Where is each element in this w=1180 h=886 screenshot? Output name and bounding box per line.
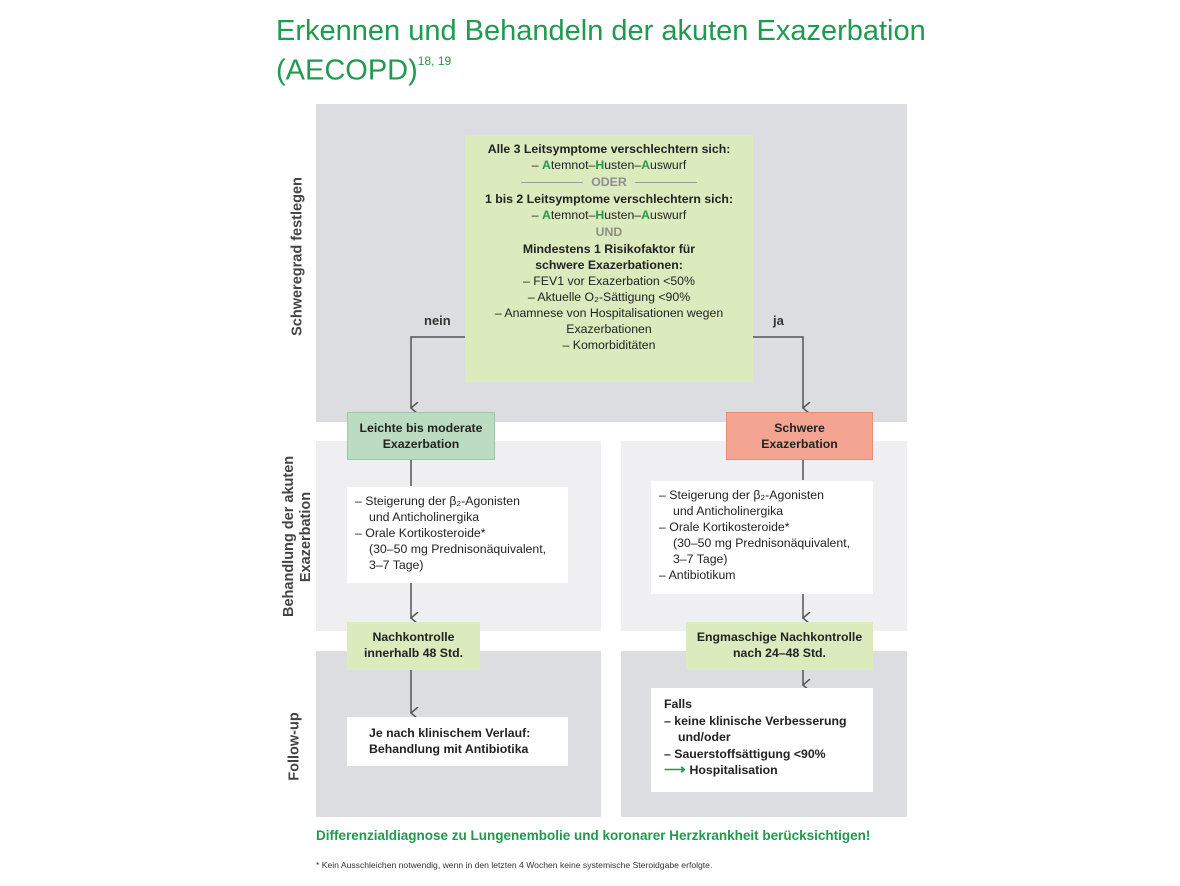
severe-box: Schwere Exazerbation: [726, 412, 873, 460]
risk-heading-2: schwere Exazerbationen:: [535, 258, 683, 272]
left-treatment-item: – Steigerung der β₂-Agonisten: [355, 494, 520, 508]
right-treatment-item: – Antibiotikum: [659, 568, 736, 582]
title-references: 18, 19: [417, 54, 452, 68]
left-treatment-item: – Orale Kortikosteroide*: [355, 526, 486, 540]
right-treatment-box: – Steigerung der β₂-Agonisten und Antich…: [651, 481, 873, 594]
footnote: * Kein Ausschleichen notwendig, wenn in …: [316, 860, 713, 870]
risk-heading-1: Mindestens 1 Risikofaktor für: [522, 242, 696, 256]
right-followup-line-2: nach 24–48 Std.: [733, 646, 826, 660]
risk-item-1: – FEV1 vor Exazerbation <50%: [523, 274, 695, 288]
criteria-heading-1: Alle 3 Leitsymptome verschlechtern sich:: [487, 142, 731, 156]
severe-line-2: Exazerbation: [761, 437, 838, 451]
risk-item-2: – Aktuelle O₂-Sättigung <90%: [527, 290, 691, 304]
left-treatment-item: und Anticholinergika: [369, 510, 480, 524]
title-line-1: Erkennen und Behandeln der akuten Exazer…: [276, 15, 926, 47]
left-outcome-line-1: Je nach klinischem Verlauf:: [369, 726, 531, 740]
right-outcome-line-1: Falls: [664, 697, 693, 711]
left-treatment-box: – Steigerung der β₂-Agonisten und Antich…: [347, 487, 568, 583]
mild-line-2: Exazerbation: [382, 437, 460, 451]
right-treatment-item: – Steigerung der β₂-Agonisten: [659, 488, 824, 502]
branch-label-no: nein: [424, 313, 451, 328]
left-treatment-item: 3–7 Tage): [369, 558, 424, 572]
or-separator: ODER: [465, 174, 753, 190]
right-outcome-box: Falls – keine klinische Verbesserung und…: [651, 688, 873, 792]
risk-item-4: – Komorbiditäten: [562, 338, 656, 352]
title-acronym: (AECOPD): [276, 54, 418, 87]
criteria-heading-2: 1 bis 2 Leitsymptome verschlechtern sich…: [484, 192, 734, 206]
mild-line-1: Leichte bis moderate: [359, 421, 483, 435]
left-followup-line-2: innerhalb 48 Std.: [363, 646, 464, 660]
criteria-symptoms-1: – Atemnot–Husten–Auswurf: [531, 158, 687, 172]
right-treatment-item: – Orale Kortikosteroide*: [659, 520, 790, 534]
right-followup-line-1: Engmaschige Nachkontrolle: [696, 630, 863, 644]
differential-diagnosis-note: Differenzialdiagnose zu Lungenembolie un…: [316, 828, 871, 843]
right-followup-box: Engmaschige Nachkontrolle nach 24–48 Std…: [686, 622, 873, 670]
page-title: Erkennen und Behandeln der akuten Exazer…: [276, 14, 1036, 88]
branch-label-yes: ja: [773, 313, 784, 328]
left-followup-line-1: Nachkontrolle: [372, 630, 455, 644]
right-outcome-line-3: und/oder: [678, 730, 731, 744]
right-outcome-line-4: – Sauerstoffsättigung <90%: [664, 746, 826, 761]
risk-item-3a: – Anamnese von Hospitalisationen wegen: [494, 306, 724, 320]
right-outcome-line-2: – keine klinische Verbesserung: [664, 713, 847, 728]
arrow-no-branch: [411, 336, 465, 408]
right-outcome-line-5: ⟶Hospitalisation: [664, 761, 865, 779]
left-outcome-box: Je nach klinischem Verlauf: Behandlung m…: [347, 717, 568, 766]
title-line-2: (AECOPD)18, 19: [276, 48, 1036, 88]
left-treatment-item: (30–50 mg Prednisonäquivalent,: [369, 542, 547, 556]
hospitalisation-label: Hospitalisation: [689, 763, 778, 777]
arrow-right-icon: ⟶: [664, 761, 686, 778]
criteria-box: Alle 3 Leitsymptome verschlechtern sich:…: [465, 135, 753, 382]
severe-line-1: Schwere: [774, 421, 825, 435]
left-outcome-line-2: Behandlung mit Antibiotika: [369, 742, 529, 756]
left-followup-box: Nachkontrolle innerhalb 48 Std.: [347, 622, 480, 670]
criteria-symptoms-2: – Atemnot–Husten–Auswurf: [531, 208, 687, 222]
arrow-yes-branch: [753, 336, 803, 408]
right-treatment-item: und Anticholinergika: [673, 504, 784, 518]
risk-item-3b: Exazerbationen: [566, 322, 652, 336]
right-treatment-item: (30–50 mg Prednisonäquivalent,: [673, 536, 851, 550]
right-treatment-item: 3–7 Tage): [673, 552, 728, 566]
and-separator: UND: [595, 225, 623, 239]
mild-moderate-box: Leichte bis moderate Exazerbation: [347, 412, 495, 460]
